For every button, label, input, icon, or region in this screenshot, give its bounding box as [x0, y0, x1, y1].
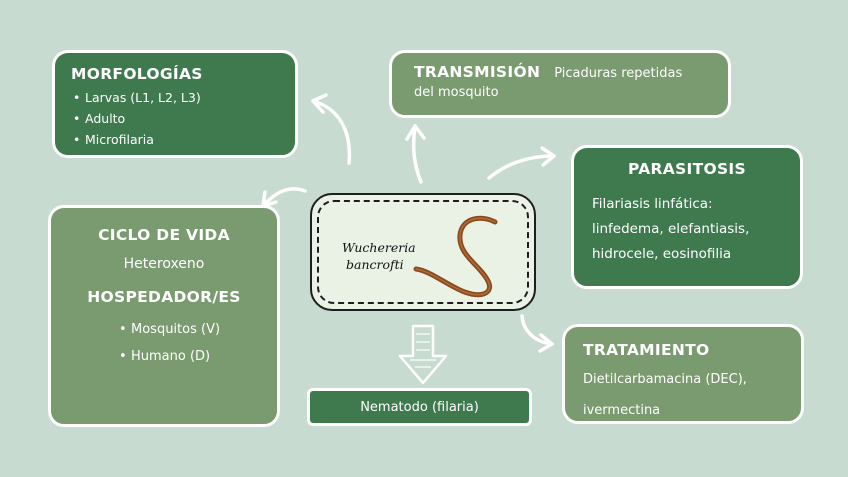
species-name: Wuchereria bancrofti — [342, 239, 416, 273]
hospedador-list: Mosquitos (V) Humano (D) — [117, 316, 261, 370]
parasitosis-line-1: Filariasis linfática: — [592, 196, 713, 212]
list-item: Humano (D) — [117, 343, 261, 370]
worm-icon — [413, 215, 498, 298]
list-item: Mosquitos (V) — [117, 316, 261, 343]
list-item: Larvas (L1, L2, L3) — [71, 87, 279, 108]
tratamiento-box: TRATAMIENTO Dietilcarbamacina (DEC), ive… — [562, 324, 804, 424]
tratamiento-line-1: Dietilcarbamacina (DEC), — [583, 372, 747, 387]
morfologias-list: Larvas (L1, L2, L3) Adulto Microfilaria — [71, 87, 279, 150]
arrow-to-parasitosis — [487, 154, 556, 180]
morfologias-box: MORFOLOGÍAS Larvas (L1, L2, L3) Adulto M… — [52, 50, 298, 158]
transmision-title: TRANSMISIÓN — [414, 63, 541, 81]
center-dashed-border — [317, 200, 529, 304]
transmision-text-1: Picaduras repetidas — [554, 66, 683, 81]
transmision-text-2: del mosquito — [414, 85, 499, 100]
list-item: Microfilaria — [71, 129, 279, 150]
parasitosis-title: PARASITOSIS — [628, 160, 746, 178]
parasitosis-box: PARASITOSIS Filariasis linfática: linfed… — [571, 145, 803, 289]
ciclo-box: CICLO DE VIDA Heteroxeno HOSPEDADOR/ES M… — [48, 205, 280, 427]
ciclo-title: CICLO DE VIDA — [98, 226, 230, 244]
hospedador-title: HOSPEDADOR/ES — [87, 288, 241, 306]
ciclo-subtitle: Heteroxeno — [123, 256, 205, 272]
nematodo-box: Nematodo (filaria) — [307, 388, 532, 426]
species-name-line-2: bancrofti — [346, 257, 404, 272]
arrow-to-nematodo — [398, 324, 448, 385]
arrow-to-ciclo — [261, 187, 307, 208]
parasitosis-line-2: linfedema, elefantiasis, — [592, 221, 750, 237]
arrow-to-morfologias — [311, 99, 352, 165]
parasitosis-line-3: hidrocele, eosinofilia — [592, 246, 732, 262]
arrow-to-tratamiento — [520, 314, 554, 346]
arrow-to-transmision — [411, 124, 423, 184]
worm-illustration — [413, 215, 498, 298]
list-item: Adulto — [71, 108, 279, 129]
tratamiento-line-2: ivermectina — [583, 403, 661, 418]
transmision-box: TRANSMISIÓN Picaduras repetidas del mosq… — [389, 50, 731, 118]
morfologias-title: MORFOLOGÍAS — [71, 65, 203, 83]
nematodo-label: Nematodo (filaria) — [360, 399, 479, 415]
species-name-line-1: Wuchereria — [342, 240, 416, 255]
center-box: Wuchereria bancrofti — [310, 193, 536, 311]
tratamiento-title: TRATAMIENTO — [583, 341, 710, 359]
